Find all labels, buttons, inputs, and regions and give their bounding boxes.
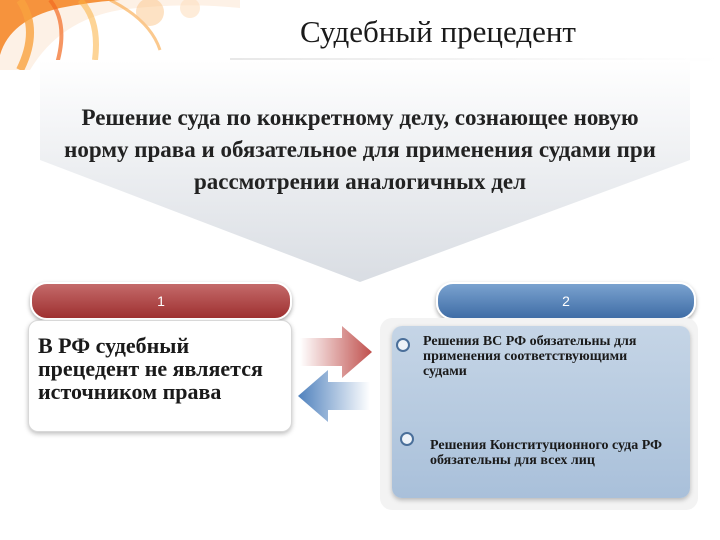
right-card-item-1: Решения ВС РФ обязательны для применения… — [423, 334, 637, 379]
bidirectional-arrows — [298, 326, 372, 422]
decorative-swirl — [0, 0, 240, 70]
bullet-icon — [396, 338, 410, 352]
right-card-item-2: Решения Конституционного суда РФ обязате… — [430, 438, 663, 468]
definition-text: Решение суда по конкретному делу, сознаю… — [64, 105, 656, 194]
page-title: Судебный прецедент — [300, 14, 576, 49]
left-card — [28, 320, 292, 432]
tab-1[interactable]: 1 — [30, 282, 292, 320]
left-arrow-icon — [298, 370, 370, 422]
tab-2-label: 2 — [562, 293, 570, 309]
right-arrow-icon — [300, 326, 372, 378]
right-card — [392, 326, 690, 498]
bullet-icon — [400, 432, 414, 446]
title-divider — [230, 58, 720, 61]
tab-1-label: 1 — [157, 293, 165, 309]
tab-2[interactable]: 2 — [436, 282, 696, 320]
left-card-text: В РФ судебный прецедент не является исто… — [38, 333, 263, 404]
definition-funnel-shape — [40, 60, 690, 282]
